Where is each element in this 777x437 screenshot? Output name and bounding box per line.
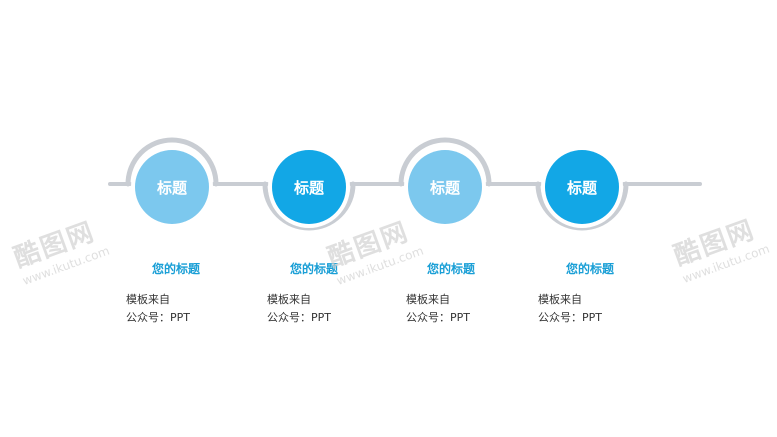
- node-ring-1: [125, 137, 219, 187]
- step-desc-line1: 模板来自: [126, 293, 170, 306]
- step-desc-line2: 公众号：PPT: [126, 311, 190, 324]
- node-label-4: 标题: [566, 179, 597, 197]
- node-label-3: 标题: [429, 179, 460, 197]
- step-desc-line1: 模板来自: [406, 293, 450, 306]
- node-label-1: 标题: [156, 179, 187, 197]
- step-desc-line1: 模板来自: [267, 293, 311, 306]
- timeline-nodes: [131, 146, 623, 228]
- step-desc-line2: 公众号：PPT: [538, 311, 602, 324]
- node-label-2: 标题: [293, 179, 324, 197]
- step-title-2: 您的标题: [289, 262, 338, 276]
- step-title-3: 您的标题: [426, 262, 475, 276]
- node-circle-3: [408, 150, 482, 224]
- step-title-4: 您的标题: [565, 262, 614, 276]
- step-desc-line1: 模板来自: [538, 293, 582, 306]
- step-desc-line2: 公众号：PPT: [267, 311, 331, 324]
- node-ring-3: [398, 137, 492, 187]
- step-desc-1: 模板来自 公众号：PPT: [126, 291, 190, 327]
- step-title-1: 您的标题: [151, 262, 200, 276]
- node-circle-2: [272, 150, 346, 224]
- step-desc-line2: 公众号：PPT: [406, 311, 470, 324]
- step-desc-2: 模板来自 公众号：PPT: [267, 291, 331, 327]
- step-desc-4: 模板来自 公众号：PPT: [538, 291, 602, 327]
- node-circle-1: [135, 150, 209, 224]
- node-circle-4: [545, 150, 619, 224]
- step-desc-3: 模板来自 公众号：PPT: [406, 291, 470, 327]
